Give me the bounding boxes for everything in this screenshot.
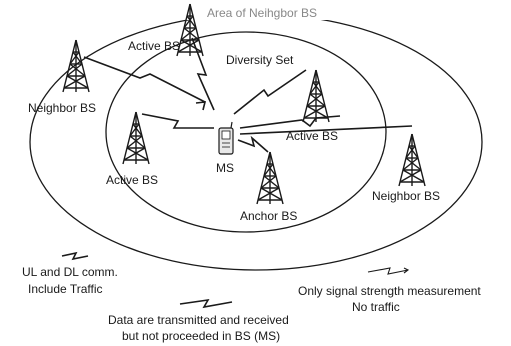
tower-neighbor-left-icon xyxy=(62,39,90,93)
tower-active-left-icon xyxy=(122,111,150,165)
link-neighbor-left-bolt xyxy=(83,56,207,111)
tower-anchor-label: Anchor BS xyxy=(240,209,297,223)
legend-measure-line2: No traffic xyxy=(352,300,400,314)
legend-data-line2: but not proceeded in BS (MS) xyxy=(122,329,280,343)
tower-active-left-label: Active BS xyxy=(106,173,158,187)
link-active-left-bolt xyxy=(141,113,214,129)
legend-data-bolt-icon xyxy=(179,298,233,309)
legend-measure-line1: Only signal strength measurement xyxy=(298,284,481,298)
mobile-station-icon xyxy=(218,121,234,155)
link-anchor-bolt xyxy=(237,135,269,153)
tower-anchor-icon xyxy=(256,151,284,205)
tower-neighbor-right-label: Neighbor BS xyxy=(372,189,440,203)
legend-comm-bolt-icon xyxy=(61,251,89,261)
tower-diversity-icon xyxy=(302,69,330,123)
diversity-set-label: Diversity Set xyxy=(226,53,294,67)
link-active-top-bolt xyxy=(191,37,215,111)
tower-active-right-label: Active BS xyxy=(286,129,338,143)
tower-active-top-label: Active BS xyxy=(128,39,180,53)
legend-comm-line1: UL and DL comm. xyxy=(22,265,118,279)
ms-label: MS xyxy=(216,161,234,175)
link-diversity-bolt xyxy=(233,69,307,115)
tower-neighbor-right-icon xyxy=(398,133,426,187)
legend-measure-bolt-icon xyxy=(367,267,410,275)
legend-data-line1: Data are transmitted and received xyxy=(108,313,289,327)
diversity-set-ellipse xyxy=(105,31,387,233)
link-neighbor-right-line xyxy=(239,125,413,135)
tower-neighbor-left-label: Neighbor BS xyxy=(28,101,96,115)
neighbor-area-label: Area of Neihgbor BS xyxy=(207,6,317,20)
legend-comm-line2: Include Traffic xyxy=(28,282,102,296)
